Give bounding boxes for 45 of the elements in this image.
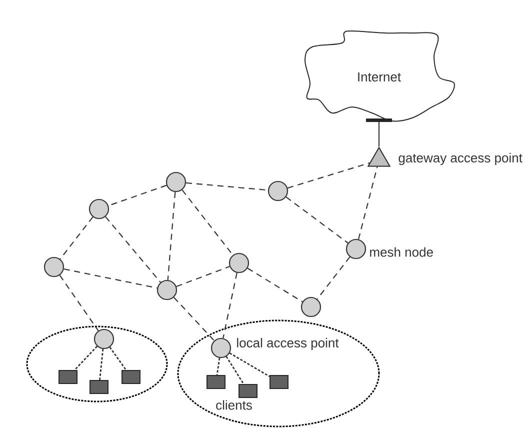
dashed-line [182, 190, 234, 256]
dashed-line [105, 216, 161, 283]
node-circle [94, 328, 114, 350]
dashed-line [173, 296, 215, 342]
dashed-line [358, 166, 378, 240]
dashed-line [108, 184, 167, 206]
cloud: Internet [304, 30, 455, 122]
node-circle [88, 198, 110, 220]
dashed-line [99, 348, 104, 380]
node-circle [268, 180, 288, 202]
dashed-line [247, 268, 303, 302]
dashed-line [229, 352, 270, 378]
node-circle [166, 172, 186, 192]
network-ellipse [177, 320, 380, 428]
dashed-line [109, 346, 127, 370]
dashed-line [222, 272, 238, 338]
node-label: gateway access point [398, 152, 522, 166]
node-label: local access point [237, 338, 339, 350]
group-label: clients [216, 400, 252, 410]
client-box [90, 380, 108, 394]
dashed-line [64, 268, 158, 289]
client-box [58, 370, 78, 384]
dashed-line [287, 162, 370, 189]
node-circle [44, 256, 64, 278]
network-ellipse [26, 326, 168, 402]
node-circle [346, 238, 366, 260]
dashed-line [286, 196, 348, 244]
node-circle [156, 280, 178, 300]
dashed-line [176, 266, 230, 287]
dashed-line [316, 256, 350, 300]
dashed-line [60, 216, 94, 260]
client-box [122, 370, 140, 384]
dashed-line [216, 358, 220, 376]
client-box [206, 375, 226, 389]
dashed-line [59, 274, 99, 332]
dashed-line [226, 356, 244, 384]
dashed-line [167, 192, 176, 280]
node-circle [210, 338, 232, 358]
line [378, 120, 380, 146]
node-circle [300, 296, 322, 318]
client-box [270, 375, 288, 389]
node-label: mesh node [370, 247, 433, 257]
dashed-line [74, 346, 98, 370]
client-box [238, 384, 258, 398]
node-circle [228, 252, 250, 274]
